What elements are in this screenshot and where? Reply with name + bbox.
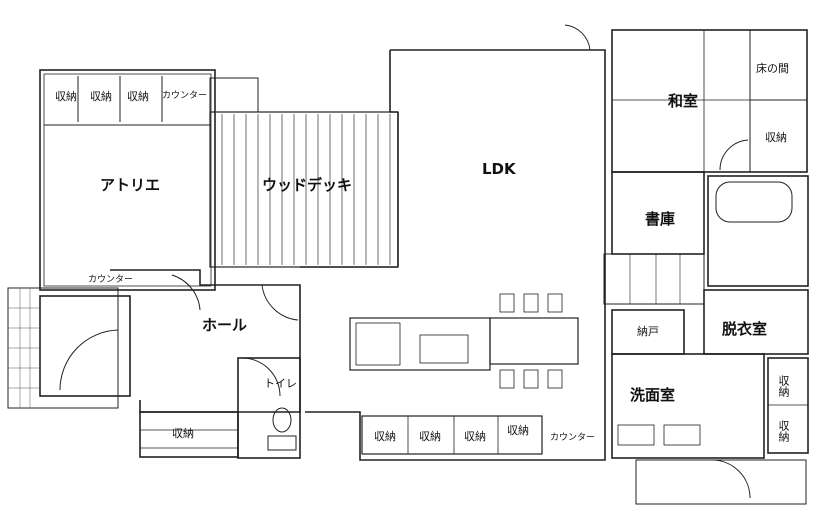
room-label-atelier: アトリエ xyxy=(100,176,161,194)
washitsu-outline xyxy=(611,29,808,173)
dressing-storage-outline xyxy=(767,357,809,454)
room-label-tokonoma: 床の間 xyxy=(756,62,789,75)
storage-label-kitchen-2: 収納 xyxy=(419,430,441,443)
hall-storage-outline xyxy=(139,411,239,458)
storage-label-dressing-2: 収納 xyxy=(777,420,790,442)
washroom-outline xyxy=(611,353,765,459)
atelier-outline xyxy=(39,69,216,291)
counter-label-atelier-bottom: カウンター xyxy=(88,275,134,285)
room-label-dressing: 脱衣室 xyxy=(722,320,768,338)
storage-label-washitsu: 収納 xyxy=(765,131,787,144)
storage-label-kitchen-3: 収納 xyxy=(464,430,486,443)
storage-label-atelier-1: 収納 xyxy=(55,90,77,103)
room-label-washroom: 洗面室 xyxy=(630,386,676,404)
storage-label-kitchen-4: 収納 xyxy=(507,424,529,437)
storage-label-atelier-3: 収納 xyxy=(127,90,149,103)
room-label-study: 書庫 xyxy=(645,210,676,228)
counter-label-atelier-top: カウンター xyxy=(162,91,208,101)
storage-label-nando: 納戸 xyxy=(637,325,659,338)
storage-label-atelier-2: 収納 xyxy=(90,90,112,103)
storage-label-hall: 収納 xyxy=(172,427,194,440)
room-label-wood-deck: ウッドデッキ xyxy=(262,176,353,194)
storage-label-kitchen-1: 収納 xyxy=(374,430,396,443)
room-label-ldk: LDK xyxy=(482,160,516,178)
room-label-toilet: トイレ xyxy=(264,377,297,390)
kitchen-storage-outline xyxy=(361,415,543,455)
room-label-hall: ホール xyxy=(202,316,248,334)
room-label-washitsu: 和室 xyxy=(668,92,699,110)
counter-label-kitchen: カウンター xyxy=(550,433,596,443)
storage-label-dressing-1: 収納 xyxy=(777,375,790,397)
